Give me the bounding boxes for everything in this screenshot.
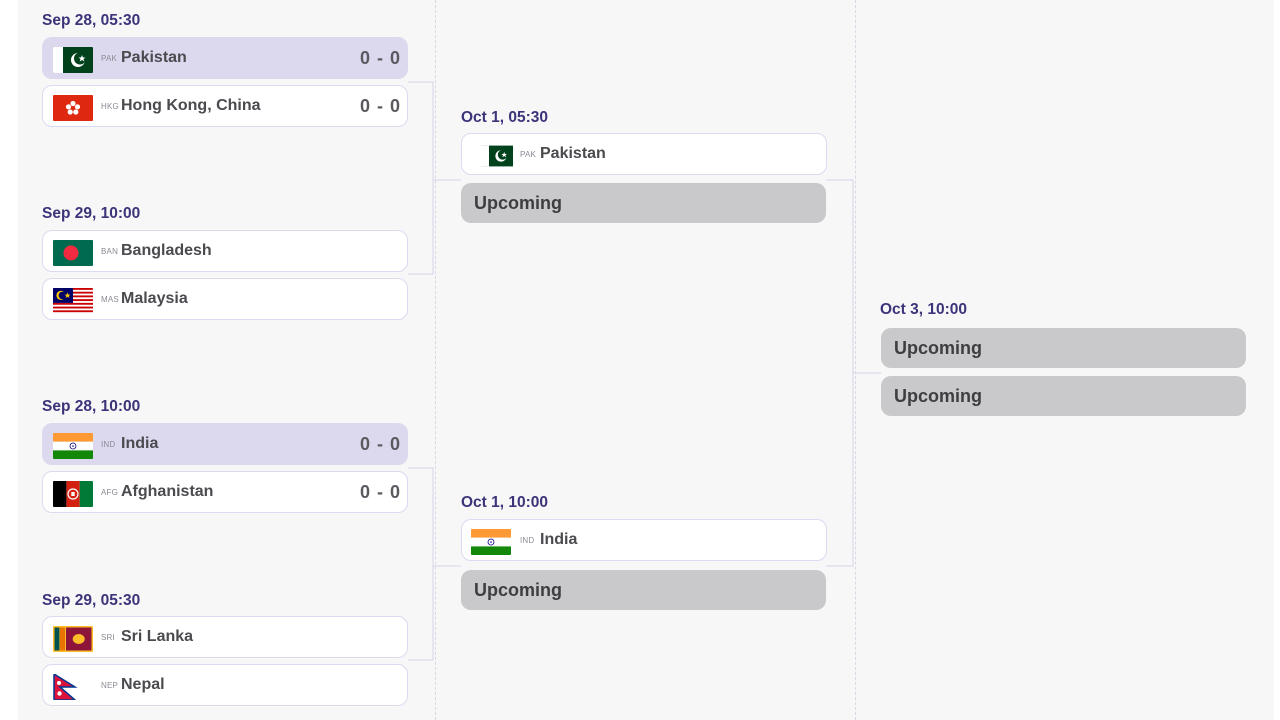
team-name: Bangladesh bbox=[121, 242, 212, 259]
team-row-bangladesh[interactable]: BAN Bangladesh bbox=[42, 230, 408, 272]
team-name: Nepal bbox=[121, 676, 165, 693]
team-score: 0 - 0 bbox=[359, 482, 401, 502]
team-score: 0 - 0 bbox=[359, 434, 401, 454]
team-row-pakistan[interactable]: PAK Pakistan bbox=[461, 133, 827, 175]
left-gutter bbox=[0, 0, 18, 720]
upcoming-label: Upcoming bbox=[474, 193, 562, 213]
team-code: PAK bbox=[520, 150, 537, 159]
pakistan-flag-icon bbox=[481, 143, 521, 169]
sri-lanka-flag-icon bbox=[53, 626, 93, 652]
team-row-nepal[interactable]: NEP Nepal bbox=[42, 664, 408, 706]
team-name: Pakistan bbox=[540, 145, 606, 162]
hong-kong-flag-icon bbox=[53, 95, 93, 121]
match-time: Sep 28, 10:00 bbox=[42, 398, 141, 415]
upcoming-slot: Upcoming bbox=[881, 376, 1246, 416]
upcoming-slot: Upcoming bbox=[881, 328, 1246, 368]
nepal-flag-icon bbox=[53, 674, 93, 700]
bangladesh-flag-icon bbox=[53, 240, 93, 266]
team-score: 0 - 0 bbox=[359, 96, 401, 116]
team-score: 0 - 0 bbox=[359, 48, 401, 68]
team-row-india[interactable]: IND India bbox=[461, 519, 827, 561]
team-row-pakistan[interactable]: PAK Pakistan 0 - 0 bbox=[42, 37, 408, 79]
afghanistan-flag-icon bbox=[53, 481, 93, 507]
match-time: Sep 28, 05:30 bbox=[42, 12, 141, 29]
team-row-sri-lanka[interactable]: SRI Sri Lanka bbox=[42, 616, 408, 658]
india-flag-icon bbox=[53, 433, 93, 459]
match-time: Oct 1, 05:30 bbox=[461, 109, 549, 126]
team-name: Hong Kong, China bbox=[121, 97, 261, 114]
team-row-malaysia[interactable]: MAS Malaysia bbox=[42, 278, 408, 320]
team-code: IND bbox=[520, 536, 535, 545]
team-name: India bbox=[121, 435, 159, 452]
team-row-afghanistan[interactable]: AFG Afghanistan 0 - 0 bbox=[42, 471, 408, 513]
match-time: Oct 3, 10:00 bbox=[880, 301, 968, 318]
team-code: PAK bbox=[101, 54, 118, 63]
column-divider bbox=[855, 0, 856, 720]
match-time: Sep 29, 10:00 bbox=[42, 205, 141, 222]
team-name: Afghanistan bbox=[121, 483, 214, 500]
team-name: Malaysia bbox=[121, 290, 188, 307]
match-time: Oct 1, 10:00 bbox=[461, 494, 549, 511]
india-flag-icon bbox=[471, 529, 511, 555]
team-code: NEP bbox=[101, 681, 119, 690]
upcoming-slot: Upcoming bbox=[461, 570, 826, 610]
team-code: HKG bbox=[101, 102, 119, 111]
team-code: MAS bbox=[101, 295, 119, 304]
team-name: Sri Lanka bbox=[121, 628, 194, 645]
match-time: Sep 29, 05:30 bbox=[42, 592, 141, 609]
team-code: BAN bbox=[101, 247, 119, 256]
team-name: Pakistan bbox=[121, 49, 187, 66]
team-code: IND bbox=[101, 440, 116, 449]
upcoming-label: Upcoming bbox=[474, 580, 562, 600]
column-divider bbox=[435, 0, 436, 720]
team-code: AFG bbox=[101, 488, 119, 497]
upcoming-slot: Upcoming bbox=[461, 183, 826, 223]
upcoming-label: Upcoming bbox=[894, 386, 982, 406]
upcoming-label: Upcoming bbox=[894, 338, 982, 358]
team-row-india[interactable]: IND India 0 - 0 bbox=[42, 423, 408, 465]
pakistan-flag-icon bbox=[53, 47, 93, 73]
team-row-hong-kong[interactable]: HKG Hong Kong, China 0 - 0 bbox=[42, 85, 408, 127]
malaysia-flag-icon bbox=[53, 288, 93, 314]
team-name: India bbox=[540, 531, 578, 548]
right-scrollbar-track[interactable] bbox=[1274, 0, 1280, 720]
team-code: SRI bbox=[101, 633, 115, 642]
